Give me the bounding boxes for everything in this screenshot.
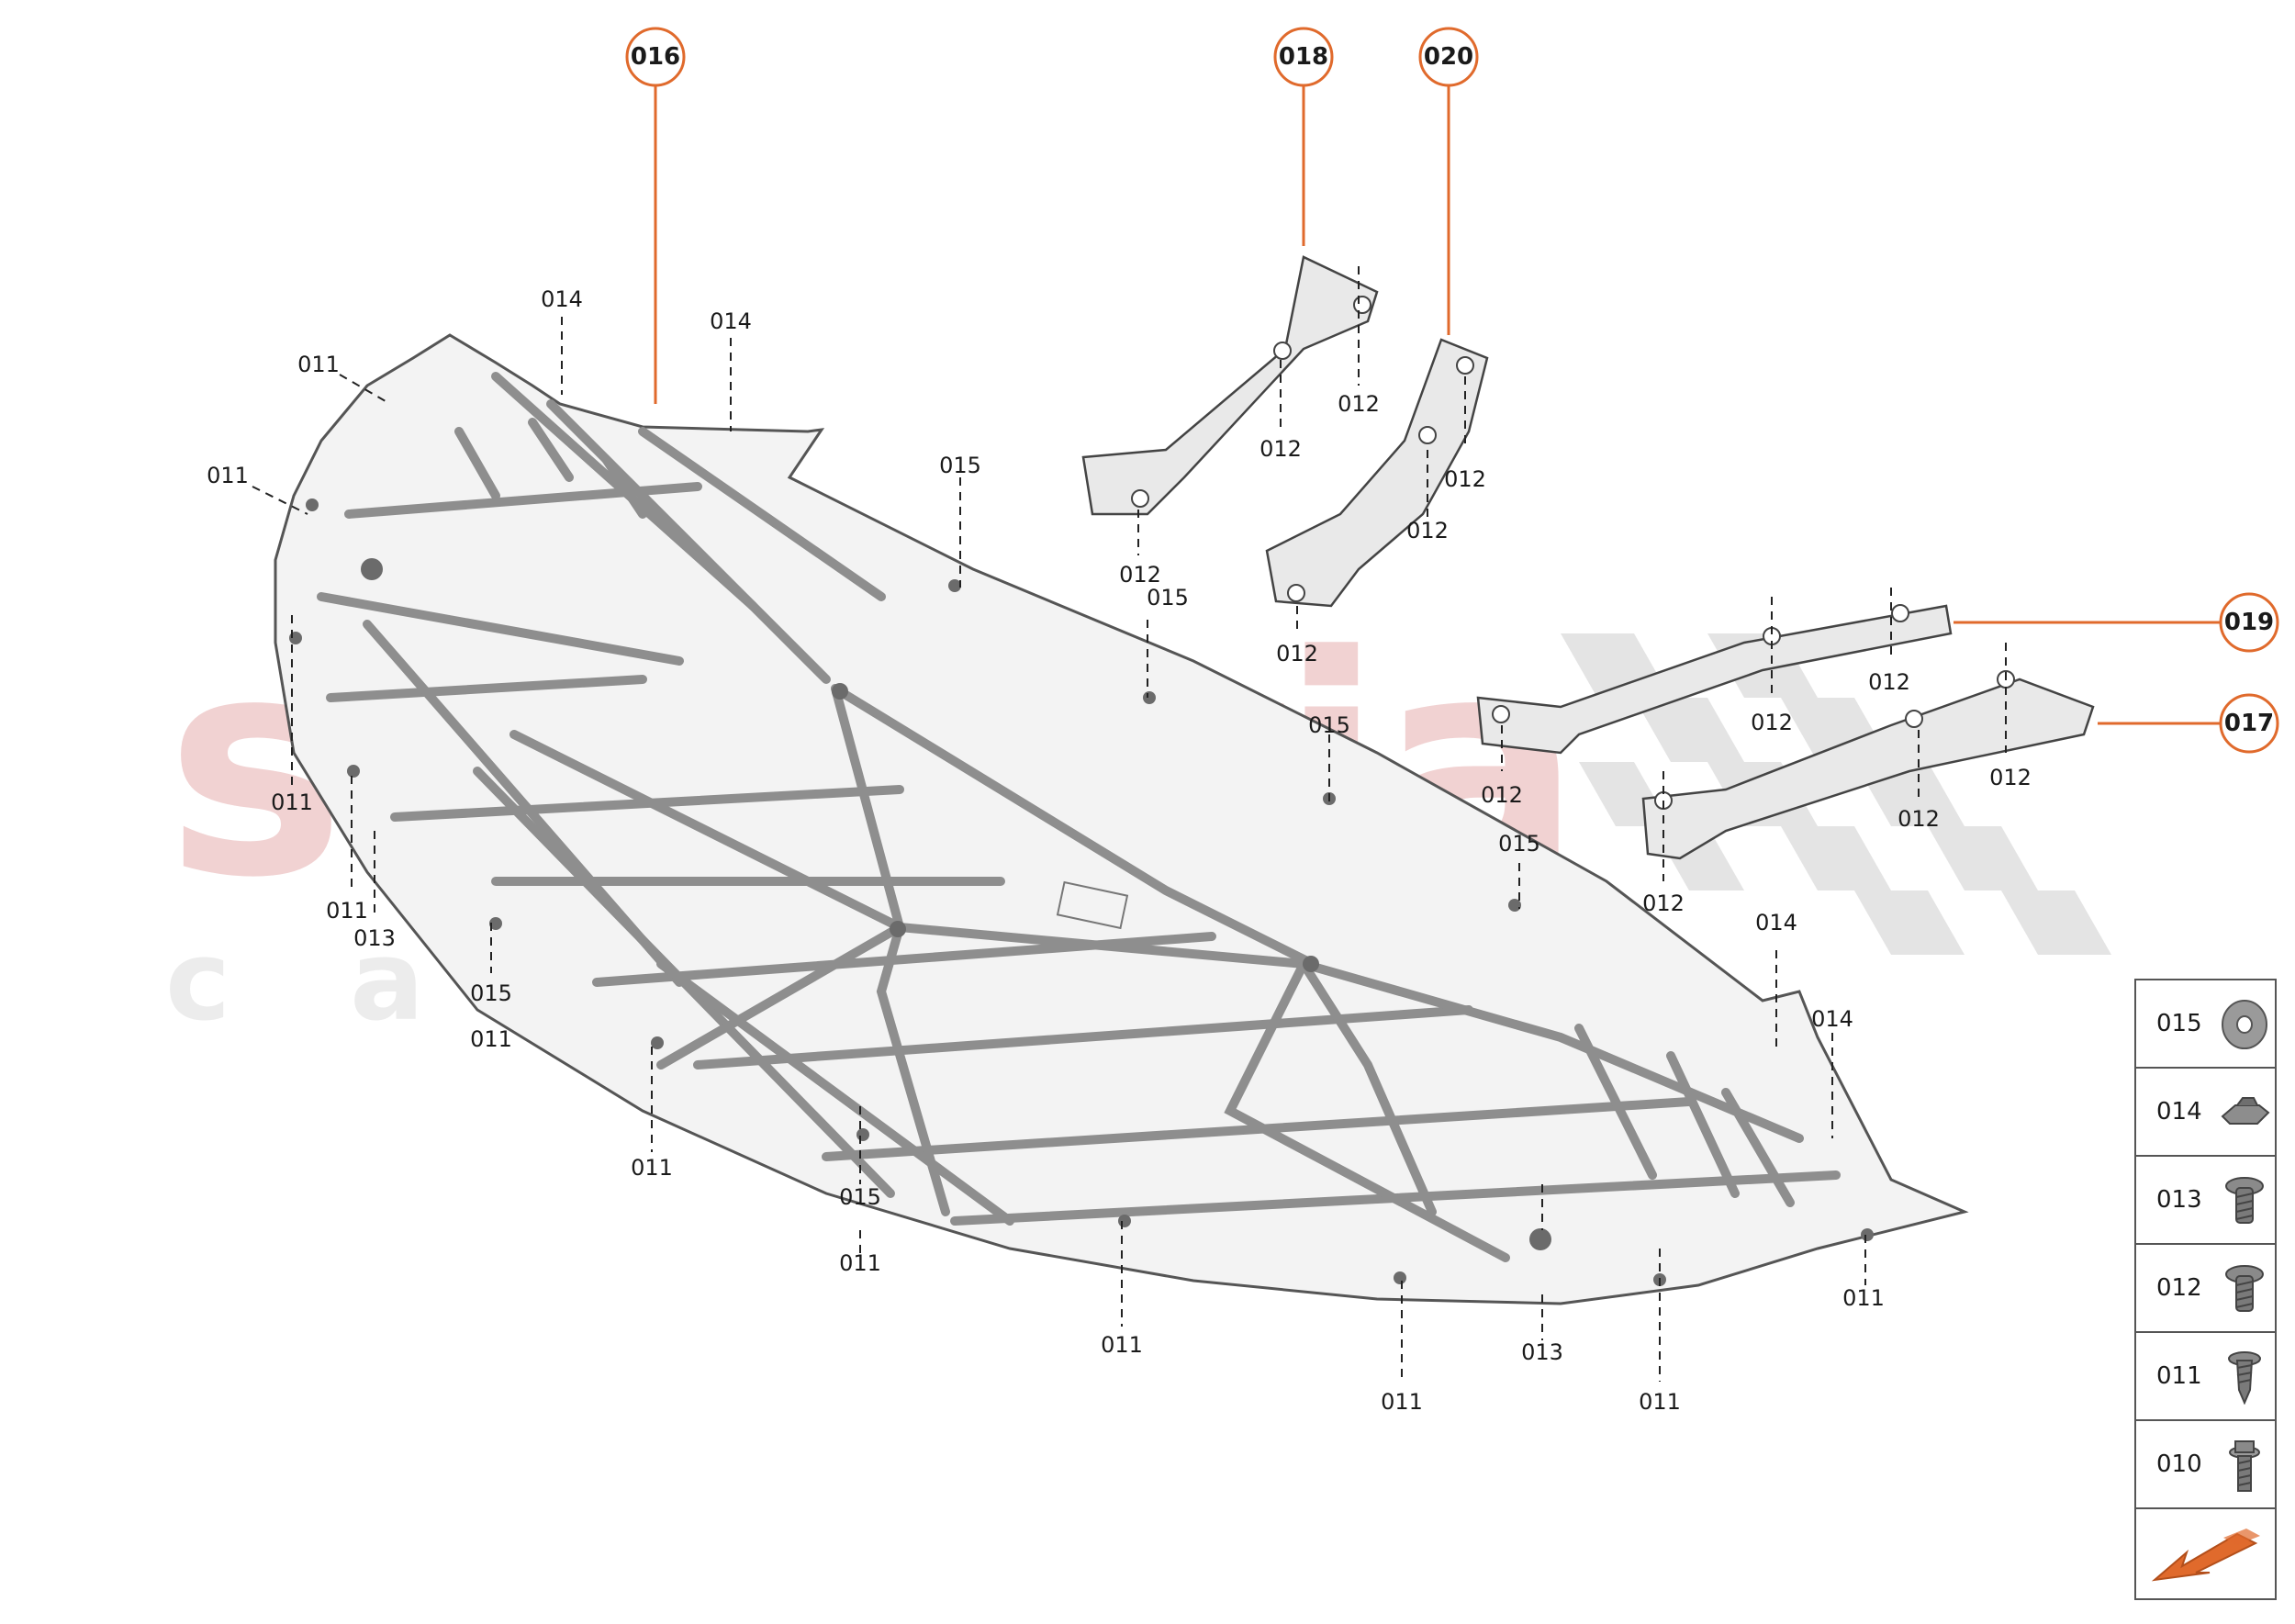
legend-row-011[interactable]: 011 (2136, 1333, 2275, 1421)
callouts: 016 018 020 019 017 (625, 27, 2279, 754)
washer-icon (2222, 1000, 2267, 1049)
label-012: 012 (1119, 562, 1161, 588)
label-012: 012 (1406, 518, 1449, 543)
flange-bolt-icon (2229, 1440, 2260, 1492)
legend-code: 013 (2156, 1186, 2202, 1214)
callout-018-circle (1273, 27, 1334, 87)
label-012: 012 (1444, 466, 1486, 492)
clip-nut-icon (2221, 1097, 2270, 1125)
label-014: 014 (541, 286, 583, 312)
label-013: 013 (353, 925, 396, 951)
panel-ribs (317, 372, 1841, 1262)
label-011: 011 (271, 790, 313, 815)
callout-019-circle (2219, 592, 2279, 653)
label-013: 013 (1521, 1339, 1563, 1365)
orientation-arrow-icon[interactable] (2136, 1516, 2275, 1598)
legend-code: 015 (2156, 1010, 2202, 1037)
label-015: 015 (1147, 585, 1189, 610)
leader-lines (252, 266, 2007, 1382)
label-011: 011 (326, 898, 368, 924)
label-011: 011 (1381, 1389, 1423, 1415)
callout-017-circle (2219, 693, 2279, 754)
screw-icon (2225, 1265, 2264, 1312)
screw-icon (2225, 1177, 2264, 1224)
callout-018: 018 (1279, 43, 1328, 71)
label-015: 015 (1308, 712, 1350, 738)
legend-row-014[interactable]: 014 (2136, 1069, 2275, 1157)
label-012: 012 (1338, 391, 1380, 417)
label-015: 015 (1498, 831, 1540, 857)
legend-row-015[interactable]: 015 (2136, 980, 2275, 1069)
legend-row-010[interactable]: 010 (2136, 1421, 2275, 1509)
legend-code: 011 (2156, 1362, 2202, 1390)
label-011: 011 (839, 1250, 881, 1276)
label-012: 012 (1259, 436, 1302, 462)
fastener-legend: 015 014 013 012 011 (2134, 979, 2277, 1600)
label-011: 011 (1842, 1285, 1885, 1311)
self-tapping-screw-icon (2228, 1351, 2261, 1405)
legend-row-013[interactable]: 013 (2136, 1157, 2275, 1245)
label-011: 011 (470, 1026, 512, 1052)
label-015: 015 (470, 980, 512, 1006)
label-012: 012 (1751, 710, 1793, 735)
label-014: 014 (710, 308, 752, 334)
legend-code: 014 (2156, 1098, 2202, 1126)
label-011: 011 (1639, 1389, 1681, 1415)
bracket-020 (1265, 338, 1489, 608)
bracket-018 (1081, 255, 1379, 516)
callout-017: 017 (2224, 710, 2274, 737)
label-012: 012 (1898, 806, 1940, 832)
label-011: 011 (207, 463, 249, 488)
label-012: 012 (1868, 669, 1910, 695)
label-015: 015 (839, 1184, 881, 1210)
label-012: 012 (1989, 765, 2032, 790)
legend-row-012[interactable]: 012 (2136, 1245, 2275, 1333)
callout-020-circle (1418, 27, 1479, 87)
label-015: 015 (939, 453, 981, 478)
part-labels: 014 014 011 011 015 011 012 012 012 012 … (207, 286, 2032, 1415)
callout-020: 020 (1424, 43, 1473, 71)
bracket-019 (1476, 604, 1953, 755)
label-011: 011 (297, 352, 340, 377)
label-011: 011 (1101, 1332, 1143, 1358)
label-011: 011 (631, 1155, 673, 1181)
label-014: 014 (1755, 910, 1797, 935)
callout-016: 016 (631, 43, 680, 71)
label-014: 014 (1811, 1006, 1853, 1032)
legend-code: 010 (2156, 1450, 2202, 1478)
callout-016-circle (625, 27, 686, 87)
undertray-panel (274, 333, 1969, 1305)
callout-019: 019 (2224, 609, 2274, 636)
label-012: 012 (1276, 641, 1318, 666)
label-012: 012 (1481, 782, 1523, 808)
label-012: 012 (1642, 890, 1685, 916)
legend-code: 012 (2156, 1274, 2202, 1302)
